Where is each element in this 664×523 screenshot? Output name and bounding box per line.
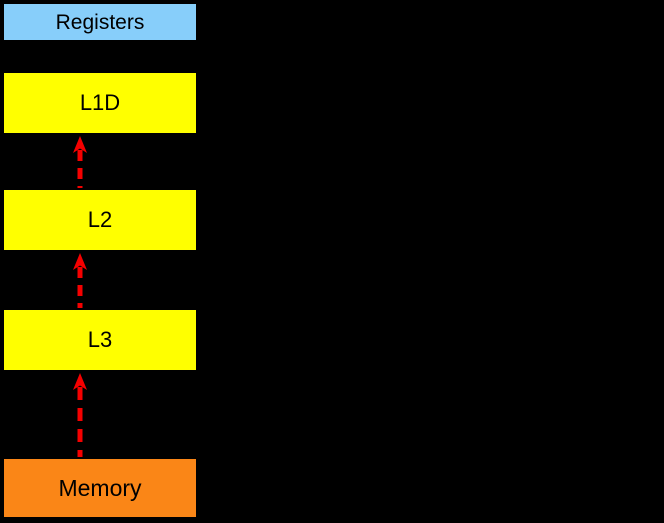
- l2-cache-box: L2: [2, 188, 198, 252]
- l1d-cache-label: L1D: [79, 90, 121, 115]
- arrowhead-up: [73, 253, 87, 270]
- registers-box: Registers: [2, 2, 198, 42]
- arrowhead-up: [73, 373, 87, 390]
- memory-label: Memory: [58, 474, 142, 501]
- l2-cache-label: L2: [87, 207, 113, 232]
- l3-cache-box: L3: [2, 308, 198, 372]
- arrowhead-up: [73, 136, 87, 153]
- l1d-cache-box: L1D: [2, 71, 198, 135]
- up-arrow-l2-to-l1d-icon: [73, 136, 87, 188]
- l3-cache-label: L3: [87, 327, 113, 352]
- up-arrow-l3-to-l2-icon: [73, 253, 87, 308]
- registers-label: Registers: [55, 10, 145, 34]
- memory-box: Memory: [2, 457, 198, 519]
- up-arrow-memory-to-l3-icon: [73, 373, 87, 457]
